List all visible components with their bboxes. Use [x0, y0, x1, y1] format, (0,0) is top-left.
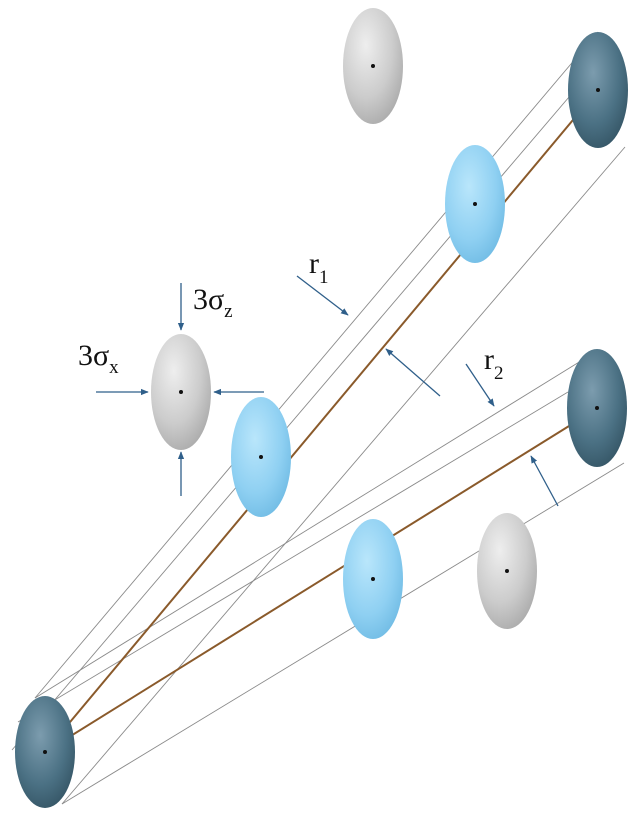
r2-arrow-inner	[531, 456, 558, 506]
separation-line-1	[45, 90, 598, 752]
grey-bunch-left	[151, 334, 211, 450]
blue-bunch-lower	[343, 519, 403, 639]
label-r2: r2	[484, 343, 504, 384]
beam-envelope-1	[12, 32, 625, 804]
blue-bunch-upper	[445, 145, 505, 263]
label-sigma-z: 3σz	[193, 283, 233, 322]
r1-arrows	[297, 276, 440, 396]
dark-bunch-top-right	[568, 32, 628, 148]
grey-bunch-top	[343, 8, 403, 124]
grey-bunch-right	[477, 513, 537, 629]
blue-bunch-left	[231, 397, 291, 517]
dark-bunch-bottom-left	[15, 696, 75, 808]
label-sigma-x: 3σx	[78, 339, 119, 378]
label-r1: r1	[309, 247, 329, 288]
dark-bunch-mid-right	[567, 349, 627, 467]
r2-arrows	[466, 364, 558, 506]
